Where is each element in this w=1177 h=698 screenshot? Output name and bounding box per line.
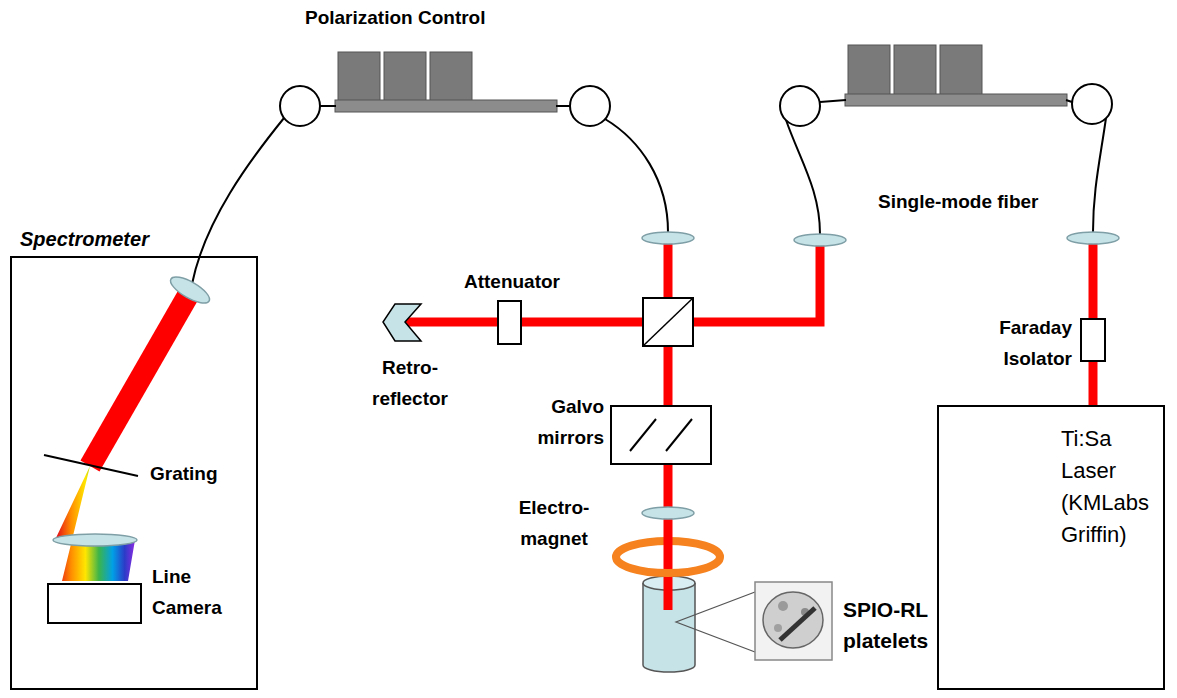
paddle-base: [845, 94, 1067, 106]
fiber: [1093, 118, 1106, 232]
lens: [53, 534, 137, 546]
mirror: [666, 419, 692, 451]
attenuator-box: Attenuator: [497, 300, 522, 345]
galvo-mirror-symbol: [612, 407, 710, 463]
lens: [794, 234, 846, 246]
node-label: Galvo mirrors: [524, 391, 604, 453]
fiber: [556, 105, 570, 107]
inset-image: [755, 582, 832, 660]
fiber-loop: [570, 86, 610, 126]
laser-beam: [1089, 240, 1098, 320]
granule: [774, 624, 782, 632]
platelet-stripe: [780, 608, 815, 640]
node-label: Line Camera: [152, 561, 237, 623]
faraday-isolator-box: Faraday Isolator: [1080, 318, 1106, 362]
cell-outline: [763, 592, 823, 648]
component-label: Grating: [150, 458, 250, 489]
paddle: [894, 45, 936, 95]
grating: [44, 455, 138, 476]
node-label: Attenuator: [451, 266, 573, 297]
component-label: Electro- magnet: [502, 492, 606, 554]
component-label: Retro- reflector: [360, 352, 460, 414]
granule: [778, 601, 788, 611]
lens: [642, 232, 694, 244]
paddle: [940, 45, 982, 95]
fiber: [820, 100, 846, 102]
dispersed-spectrum: [55, 466, 135, 581]
fiber: [786, 120, 820, 234]
spectrometer-box: SpectrometerLine Camera: [10, 256, 258, 690]
fiber: [320, 105, 336, 107]
component-label: Polarization Control: [305, 2, 565, 33]
paddle: [430, 52, 472, 101]
laser-beam: [1089, 362, 1098, 405]
node-label: Faraday Isolator: [982, 312, 1072, 374]
fiber: [605, 119, 668, 232]
lens: [1067, 232, 1119, 244]
galvo-mirror-box: Galvo mirrors: [610, 405, 712, 465]
paddle-base: [335, 100, 557, 112]
paddle: [848, 45, 890, 95]
electromagnet-coil: [616, 557, 720, 573]
beam-splitter-diagonal: [643, 298, 693, 346]
node-label: Ti:Sa Laser (KMLabs Griffin): [1061, 423, 1161, 551]
inset-pointer: [676, 592, 755, 652]
fiber-loop: [280, 86, 320, 126]
fiber: [192, 118, 284, 284]
lens: [642, 507, 694, 519]
fiber: [1066, 100, 1072, 102]
component-label: SPIO-RL platelets: [843, 594, 961, 656]
lens: [167, 272, 213, 308]
retro-reflector: [383, 304, 421, 341]
beam-splitter: [643, 298, 693, 346]
laser-beam: [1093, 362, 1094, 405]
laser-box: Ti:Sa Laser (KMLabs Griffin): [937, 405, 1165, 690]
paddle: [338, 52, 380, 101]
paddle: [384, 52, 426, 101]
line-camera-box: Line Camera: [47, 583, 142, 624]
laser-beam: [404, 240, 820, 322]
component-label: Single-mode fiber: [878, 186, 1078, 217]
laser-beam: [90, 292, 190, 466]
mirror: [630, 419, 656, 451]
node-label: Spectrometer: [20, 224, 240, 255]
